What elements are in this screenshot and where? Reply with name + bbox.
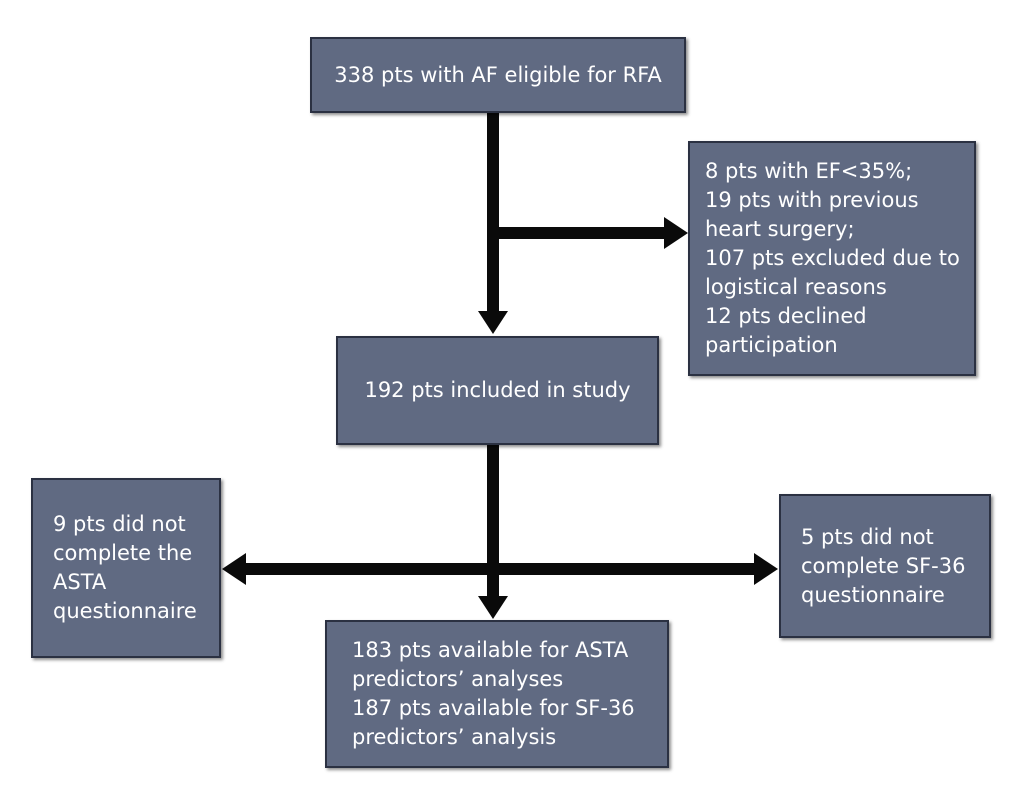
arrowhead-to-available (478, 596, 508, 619)
box-text-line: ASTA (53, 570, 107, 594)
box-text-line: 19 pts with previous (705, 188, 919, 212)
box-text-line: 183 pts available for ASTA (352, 638, 629, 662)
box-text-line: heart surgery; (705, 217, 855, 241)
box-text-line: questionnaire (53, 599, 197, 623)
box-text-line: 5 pts did not (801, 524, 934, 549)
box-available-patients: 183 pts available for ASTA predictors’ a… (325, 620, 669, 768)
box-text-line: 187 pts available for SF-36 (352, 696, 635, 720)
box-asta-incomplete: 9 pts did not complete the ASTA question… (31, 478, 221, 658)
box-sf36-incomplete: 5 pts did not complete SF-36 questionnai… (779, 494, 991, 638)
arrowhead-to-excluded (664, 217, 688, 249)
box-eligible-patients: 338 pts with AF eligible for RFA (310, 37, 686, 113)
box-text-line: logistical reasons (705, 275, 887, 299)
box-text-line: complete the (53, 541, 193, 565)
box-text-line: 338 pts with AF eligible for RFA (334, 62, 662, 87)
box-text-line: 107 pts excluded due to (705, 246, 960, 270)
arrowhead-to-sf36-incomplete (754, 553, 778, 585)
box-excluded-patients: 8 pts with EF<35%; 19 pts with previous … (688, 141, 976, 376)
box-text-line: predictors’ analyses (352, 667, 564, 691)
box-text-line: participation (705, 333, 838, 357)
box-included-patients: 192 pts included in study (336, 336, 659, 445)
box-text-line: complete SF-36 (801, 553, 966, 578)
box-text-line: 8 pts with EF<35%; (705, 159, 913, 183)
arrowhead-to-asta-incomplete (222, 553, 246, 585)
arrowhead-to-included (478, 311, 508, 334)
box-text-line: questionnaire (801, 582, 945, 607)
box-text-line: 9 pts did not (53, 512, 186, 536)
box-text-line: 12 pts declined (705, 304, 867, 328)
box-text-line: 192 pts included in study (364, 378, 631, 402)
box-text-line: predictors’ analysis (352, 725, 557, 749)
